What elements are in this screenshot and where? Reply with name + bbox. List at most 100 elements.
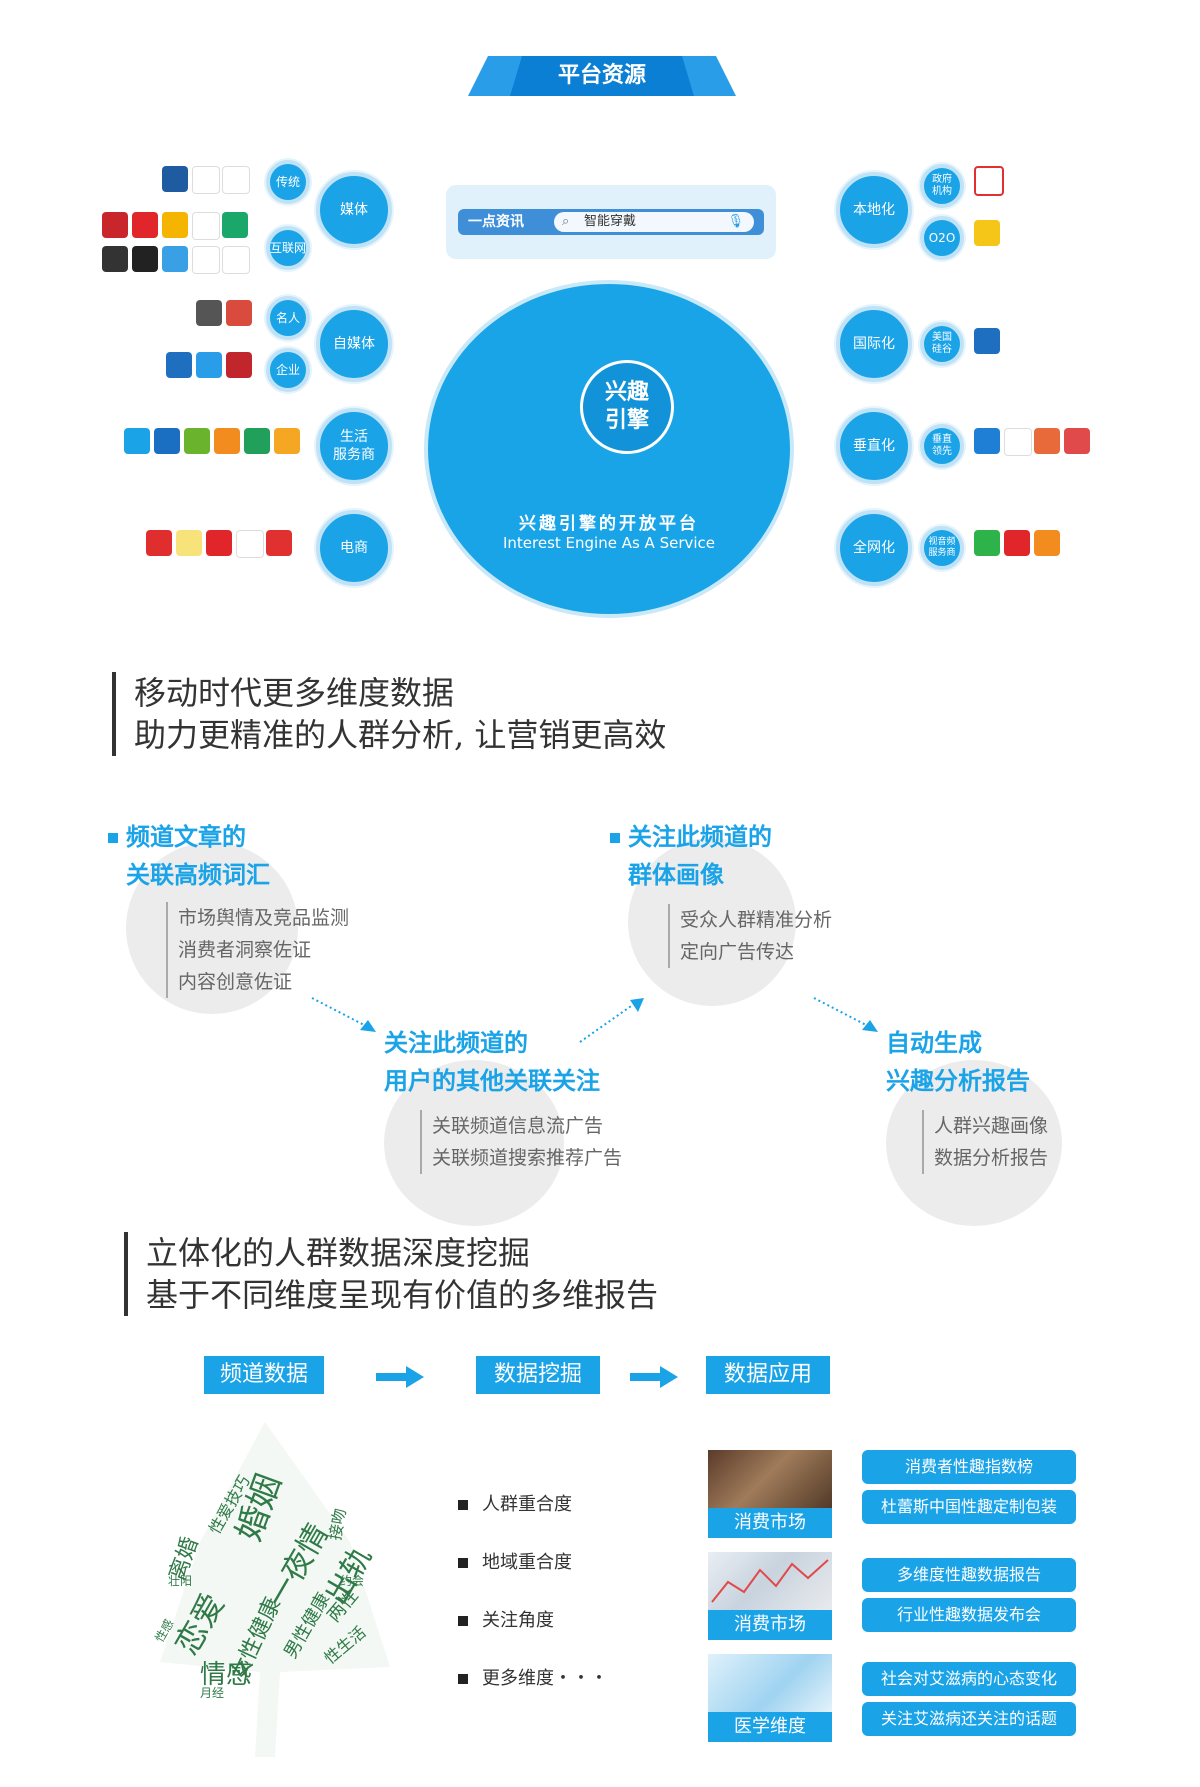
search-input[interactable]: ⌕ 智能穿戴 🎙 xyxy=(554,212,754,232)
flow-arrow-icon xyxy=(630,1366,678,1388)
bubble-self-media: 自媒体 xyxy=(316,306,392,382)
step-item: 人群兴趣画像 xyxy=(934,1115,1049,1137)
app-pill: 社会对艾滋病的心态变化 xyxy=(862,1662,1076,1696)
word-cloud: 婚姻 一夜情 出轨 恋爱 离婚 女性健康 情感 男性健康 性爱技巧 接吻 性生活… xyxy=(140,1422,420,1762)
koubei-logo-icon xyxy=(184,428,210,454)
bubble-vertical-lead: 垂直 领先 xyxy=(920,424,964,468)
banner-title: 平台资源 xyxy=(510,56,694,96)
pinterest-logo-icon xyxy=(974,328,1000,354)
bubble-label: 政府 机构 xyxy=(932,174,952,197)
flow-step-channel-data: 频道数据 xyxy=(204,1356,324,1394)
medical-photo: 医学维度 xyxy=(708,1654,832,1742)
step-items-1: 市场舆情及竞品监测 消费者洞察佐证 内容创意佐证 xyxy=(166,902,349,998)
core-title: 兴趣 引擎 xyxy=(580,360,674,454)
section-banner: 平台资源 xyxy=(468,56,736,96)
app-logo-icon xyxy=(102,246,128,272)
jumei-logo-icon xyxy=(236,530,264,558)
bubble-traditional: 传统 xyxy=(266,160,310,204)
cloud-word: 壮阳 xyxy=(168,1574,193,1588)
celebrity-photo-icon xyxy=(196,300,222,326)
step-title-line1: 频道文章的 xyxy=(126,823,246,851)
step-circle-4 xyxy=(886,1060,1062,1226)
flow-arrow-icon xyxy=(376,1366,424,1388)
chart-thumbnail-icon xyxy=(711,1559,829,1603)
square-bullet-icon xyxy=(108,833,118,843)
avatar-logo-icon xyxy=(1064,428,1090,454)
bubble-label: 互联网 xyxy=(270,241,307,255)
step-item: 消费者洞察佐证 xyxy=(178,939,312,961)
service-logo-icon xyxy=(154,428,180,454)
taobao-logo-icon xyxy=(176,530,202,556)
section-heading-mobile: 移动时代更多维度数据 助力更精准的人群分析, 让营销更高效 xyxy=(112,672,666,756)
bubble-government: 政府 机构 xyxy=(920,164,964,208)
bubble-life-service: 生活 服务商 xyxy=(316,408,392,484)
dotted-arrow-1 xyxy=(311,997,376,1032)
autohome-logo-icon xyxy=(166,352,192,378)
bullet-text: 地域重合度 xyxy=(482,1552,572,1573)
dianping-logo-icon xyxy=(274,428,300,454)
step-items-2: 受众人群精准分析 定向广告传达 xyxy=(668,904,832,968)
step-title-1: 频道文章的关联高频词汇 xyxy=(108,818,270,894)
app-pill: 多维度性趣数据报告 xyxy=(862,1558,1076,1592)
bubble-ecommerce: 电商 xyxy=(316,510,392,586)
step-title-line2: 兴趣分析报告 xyxy=(886,1067,1030,1095)
dotted-arrow-2 xyxy=(579,998,644,1043)
app-pill: 关注艾滋病还关注的话题 xyxy=(862,1702,1076,1736)
step-item: 市场舆情及竞品监测 xyxy=(178,907,350,929)
jd-logo-icon xyxy=(266,530,292,556)
meituan-logo-icon xyxy=(974,220,1000,246)
bullet-text: 关注角度 xyxy=(482,1610,554,1631)
bullet-item: 地域重合度 xyxy=(458,1548,572,1574)
bubble-label: 垂直化 xyxy=(853,438,895,454)
bubble-vertical: 垂直化 xyxy=(836,408,912,484)
step-item: 内容创意佐证 xyxy=(178,971,293,993)
bubble-internet: 互联网 xyxy=(266,226,310,270)
app-pill: 行业性趣数据发布会 xyxy=(862,1598,1076,1632)
seahorse-logo-icon xyxy=(1034,428,1060,454)
chart-photo: 消费市场 xyxy=(708,1552,832,1640)
brand-logo: 一点资讯 xyxy=(468,214,524,230)
square-bullet-icon xyxy=(458,1616,468,1626)
crowd-photo: 消费市场 xyxy=(708,1450,832,1538)
search-query: 智能穿戴 xyxy=(584,214,637,229)
cloud-word: 月经 xyxy=(200,1686,225,1700)
search-bar[interactable]: 一点资讯 ⌕ 智能穿戴 🎙 xyxy=(458,209,764,235)
photo-caption: 消费市场 xyxy=(708,1610,832,1640)
bubble-media: 媒体 xyxy=(316,172,392,248)
bubble-label: 传统 xyxy=(275,175,300,189)
ifeng-logo-icon xyxy=(132,212,158,238)
step-item: 关联频道信息流广告 xyxy=(432,1115,604,1137)
microphone-icon[interactable]: 🎙 xyxy=(727,214,744,229)
photo-caption: 医学维度 xyxy=(708,1712,832,1742)
fiftyeight-logo-icon xyxy=(214,428,240,454)
step-title-line1: 关注此频道的 xyxy=(384,1029,528,1057)
step-title-line2: 群体画像 xyxy=(628,861,724,889)
cloud-word: 约会 xyxy=(340,1574,365,1588)
step-title-2: 关注此频道的群体画像 xyxy=(610,818,772,894)
flow-step-data-mining: 数据挖掘 xyxy=(476,1356,600,1394)
cloud-word: 情感 xyxy=(200,1660,253,1690)
step-title-3: 关注此频道的用户的其他关联关注 xyxy=(384,1024,600,1100)
sohu-logo-icon xyxy=(162,212,188,238)
bubble-video-provider: 视音频 服务商 xyxy=(920,526,964,570)
bubble-label: 电商 xyxy=(340,540,368,556)
bullet-item: 更多维度・・・ xyxy=(458,1664,608,1690)
app-pill: 杜蕾斯中国性趣定制包装 xyxy=(862,1490,1076,1524)
video-logo-icon xyxy=(1034,530,1060,556)
heading-line2: 基于不同维度呈现有价值的多维报告 xyxy=(146,1276,659,1314)
square-bullet-icon xyxy=(458,1558,468,1568)
celebrity-photo-2-icon xyxy=(226,300,252,326)
step-title-line2: 关联高频词汇 xyxy=(126,861,270,889)
qdaily-logo-icon xyxy=(132,246,158,272)
tencent-logo-icon xyxy=(222,212,248,238)
bubble-label: 美国 硅谷 xyxy=(932,332,952,355)
bubble-label: 名人 xyxy=(275,311,300,325)
step-circle-3 xyxy=(384,1060,564,1226)
china-realestate-logo-icon xyxy=(226,352,252,378)
bullet-item: 人群重合度 xyxy=(458,1490,572,1516)
tmall-logo-icon xyxy=(146,530,172,556)
enterprise-logo-icon xyxy=(196,352,222,378)
dotted-arrow-3 xyxy=(813,997,878,1032)
step-items-3: 关联频道信息流广告 关联频道搜索推荐广告 xyxy=(420,1110,622,1174)
bubble-o2o: O2O xyxy=(920,216,964,260)
